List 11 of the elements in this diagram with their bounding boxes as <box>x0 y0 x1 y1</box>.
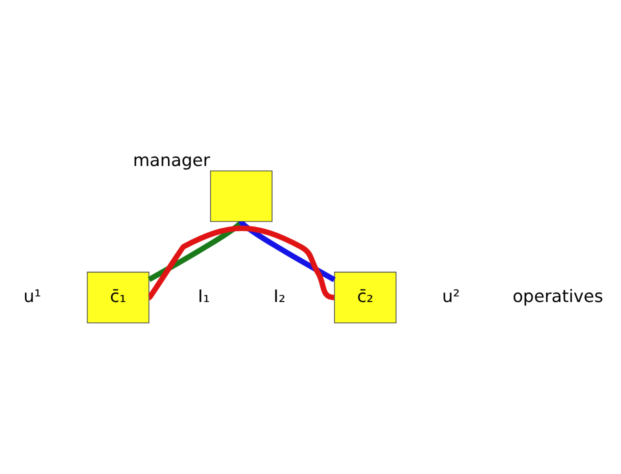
node-label: manager <box>132 150 210 170</box>
label: operatives <box>512 286 604 306</box>
connector <box>147 225 334 300</box>
node-box: c̄₁ <box>86 271 150 323</box>
node-box <box>210 170 272 222</box>
label: I₂ <box>274 286 286 306</box>
node-box: c̄₂ <box>334 271 396 323</box>
label: u² <box>442 286 460 306</box>
label: u¹ <box>23 286 42 306</box>
label: I₁ <box>198 286 210 306</box>
connector <box>238 220 336 282</box>
